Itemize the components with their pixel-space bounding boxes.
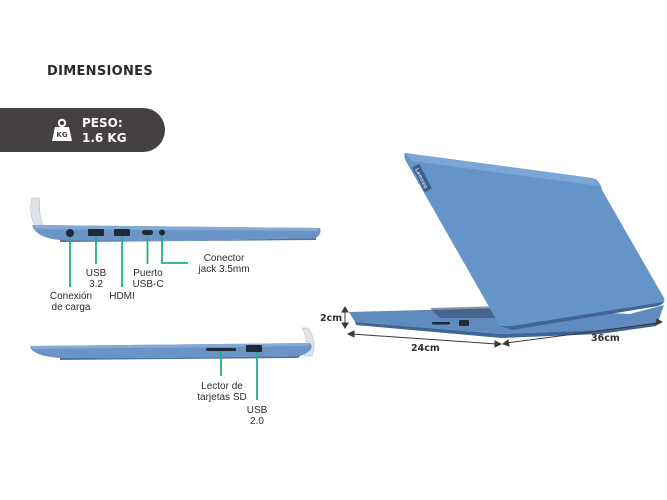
weight-value: 1.6 KG xyxy=(82,131,127,145)
svg-text:KG: KG xyxy=(56,131,67,139)
usb-20-port-shape xyxy=(246,345,262,352)
label-usb-20: USB 2.0 xyxy=(246,405,268,427)
audio-jack-shape xyxy=(159,229,165,236)
label-usb-c: Puerto USB-C xyxy=(132,268,164,290)
usb-32-port-shape xyxy=(88,229,104,236)
section-title: DIMENSIONES xyxy=(47,64,153,79)
front-sd-slot xyxy=(432,322,450,325)
weight-badge: KG PESO: 1.6 KG xyxy=(0,108,165,152)
hdmi-port-shape xyxy=(114,229,130,236)
label-hdmi: HDMI xyxy=(109,291,135,302)
label-audio-jack: Conector jack 3.5mm xyxy=(198,253,250,275)
weight-icon: KG xyxy=(52,118,72,141)
sd-card-reader-shape xyxy=(206,348,236,351)
dimension-width: 36cm xyxy=(591,333,620,344)
charging-port-shape xyxy=(66,229,74,237)
label-charging-port: Conexión de carga xyxy=(49,291,93,313)
dimension-depth: 24cm xyxy=(411,343,440,354)
label-sd-card-reader: Lector de tarjetas SD xyxy=(197,381,247,403)
weight-label: PESO: xyxy=(82,116,123,130)
front-usb-port xyxy=(459,320,469,326)
dimension-height: 2cm xyxy=(320,313,343,324)
usb-c-port-shape xyxy=(142,230,153,235)
label-usb-32: USB 3.2 xyxy=(85,268,107,290)
